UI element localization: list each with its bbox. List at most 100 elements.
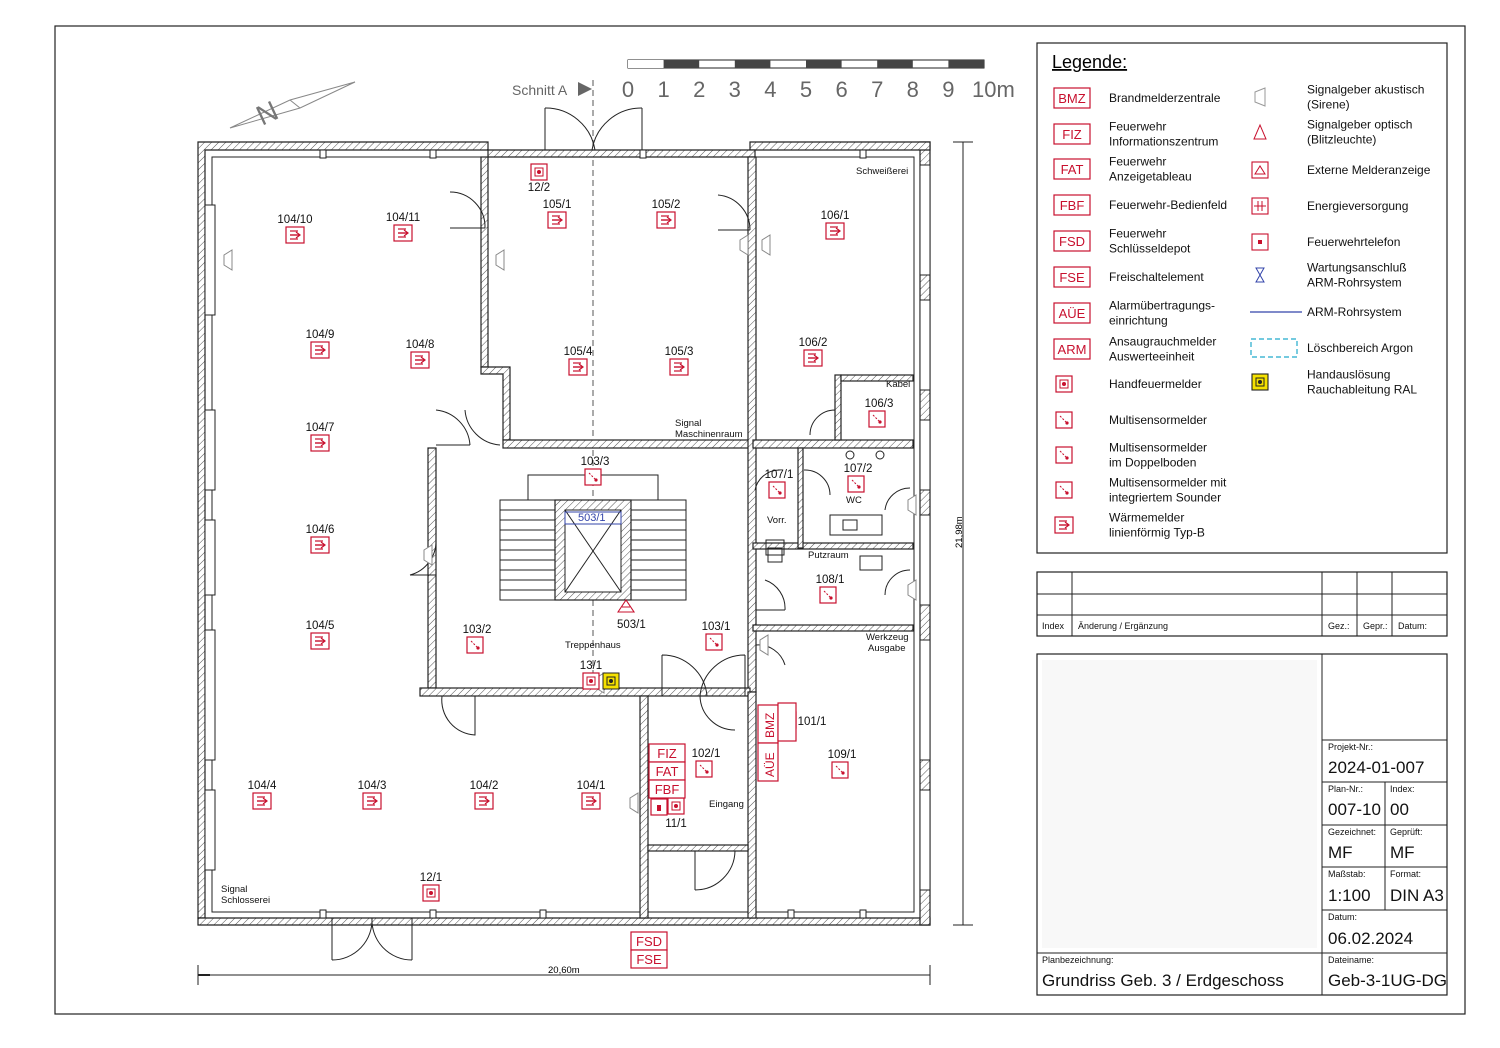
aue-panel: AÜE: [757, 742, 779, 782]
heat-detector: [656, 211, 676, 229]
legend-item-text: Energieversorgung: [1307, 199, 1408, 213]
fire-panel-box: [630, 949, 668, 969]
fire-panel-box-label: FSD: [636, 934, 662, 949]
legend-code: FIZ: [1062, 127, 1082, 142]
heat-detector-label: 106/1: [821, 210, 850, 222]
datum-value: 06.02.2024: [1328, 929, 1413, 948]
scale-tick-label: 6: [835, 77, 847, 102]
rev-header-datum: Datum:: [1398, 621, 1427, 631]
legend-item-text: Feuerwehrtelefon: [1307, 235, 1400, 249]
legend-item-text: Handfeuermelder: [1109, 377, 1202, 391]
legend-item-text: Löschbereich Argon: [1307, 341, 1413, 355]
maintenance-port-icon: [1255, 267, 1265, 283]
scale-tick-label: 7: [871, 77, 883, 102]
legend-title: Legende:: [1052, 52, 1127, 72]
room-label-werkzeug: Werkzeug: [866, 632, 909, 643]
legend-item-text: Ansaugrauchmelder: [1109, 335, 1216, 349]
projekt-value: 2024-01-007: [1328, 758, 1424, 777]
dimension-height: 21,98m: [954, 516, 965, 548]
legend-code-box: [1053, 230, 1091, 252]
room-label-signal-2: Signal: [221, 884, 247, 895]
room-label-kabel: Kabel: [886, 379, 910, 390]
svg-text:BMZ: BMZ: [763, 713, 777, 738]
heat-detector: [669, 358, 689, 376]
multi-detector: [819, 586, 837, 604]
fire-panel-box: [648, 779, 686, 799]
scale-tick-label: 8: [907, 77, 919, 102]
scale-tick-label: 1: [657, 77, 669, 102]
legend-item-text: einrichtung: [1109, 314, 1168, 328]
heat-detector: [310, 341, 330, 359]
heat-detector-label: 105/2: [652, 199, 681, 211]
manual-call-point: [422, 884, 440, 902]
arm-detector-label: 503/1: [617, 619, 646, 631]
planbez-label: Planbezeichnung:: [1042, 955, 1114, 965]
heat-detector-label: 105/3: [665, 346, 694, 358]
room-label-schweisserei: Schweißerei: [856, 166, 908, 177]
siren-icon: [1254, 87, 1266, 107]
legend-item-text: ARM-Rohrsystem: [1307, 305, 1402, 319]
legend-item-text: Feuerwehr: [1109, 120, 1166, 134]
legend-item-text: ARM-Rohrsystem: [1307, 276, 1402, 290]
scale-tick-label: 4: [764, 77, 776, 102]
legend-item-text: Handauslösung: [1307, 368, 1390, 382]
gezeichnet-label: Gezeichnet:: [1328, 827, 1376, 837]
manual-release-icon: [602, 672, 620, 690]
heat-detector-label: 104/1: [577, 780, 606, 792]
heat-detector-label: 104/3: [358, 780, 387, 792]
legend-code: FSE: [1059, 270, 1085, 285]
room-label-treppenhaus: Treppenhaus: [565, 640, 621, 651]
legend-item-text: im Doppelboden: [1109, 456, 1196, 470]
legend-code-box: [1053, 123, 1091, 145]
room-label-wc: WC: [846, 495, 862, 506]
legend-item-text: Informationszentrum: [1109, 135, 1218, 149]
legend-code-box: [1053, 158, 1091, 180]
floor-plan: 20,60m 21,98m Schweißerei Kabel Signal M…: [197, 107, 973, 985]
heat-detector: [581, 792, 601, 810]
legend-item-text: Externe Melderanzeige: [1307, 163, 1431, 177]
legend-code: ARM: [1058, 342, 1087, 357]
legend-code-box: [1053, 266, 1091, 288]
planbez-value: Grundriss Geb. 3 / Erdgeschoss: [1042, 971, 1284, 990]
heat-detector-label: 104/11: [386, 212, 420, 224]
legend-item-text: Multisensormelder: [1109, 413, 1207, 427]
elevator-label: 503/1: [578, 512, 606, 524]
geprueft-label: Geprüft:: [1390, 827, 1423, 837]
index-label: Index:: [1390, 784, 1415, 794]
heat-detector: [825, 222, 845, 240]
multisensor-sounder-icon: [1055, 481, 1073, 499]
revision-table: Index Änderung / Ergänzung Gez.: Gepr.: …: [1036, 571, 1448, 637]
handfeuermelder-icon: [1055, 375, 1073, 393]
manual-call-point-label: 13/1: [580, 660, 602, 672]
heat-detector-label: 104/7: [306, 422, 335, 434]
dimension-width: 20,60m: [548, 965, 580, 976]
heat-detector: [474, 792, 494, 810]
rev-header-gepr: Gepr.:: [1363, 621, 1388, 631]
format-value: DIN A3: [1390, 886, 1444, 905]
datum-label: Datum:: [1328, 912, 1357, 922]
room-label-vorr: Vorr.: [767, 515, 787, 526]
manual-call-point: [667, 797, 685, 815]
format-label: Format:: [1390, 869, 1421, 879]
legend-item-text: (Sirene): [1307, 98, 1350, 112]
multi-detector-label: 103/3: [581, 456, 610, 468]
svg-text:N: N: [251, 95, 282, 132]
legend-code: FBF: [1060, 198, 1085, 213]
manual-call-point: [582, 672, 600, 690]
multi-detector-label: 107/2: [844, 463, 873, 475]
legend-item-text: Wärmemelder: [1109, 511, 1184, 525]
scale-tick-label: 5: [800, 77, 812, 102]
multi-detector: [466, 636, 484, 654]
heat-detector: [310, 536, 330, 554]
heat-detector-label: 104/8: [406, 339, 435, 351]
massstab-label: Maßstab:: [1328, 869, 1366, 879]
legend-item-text: Auswerteeinheit: [1109, 350, 1195, 364]
room-label-ausgabe: Ausgabe: [868, 643, 906, 654]
legend-item-text: linienförmig Typ-B: [1109, 526, 1205, 540]
fire-panel-box-label: FIZ: [657, 746, 677, 761]
multi-detector: [831, 761, 849, 779]
multi-detector-label: 101/1: [798, 716, 827, 728]
